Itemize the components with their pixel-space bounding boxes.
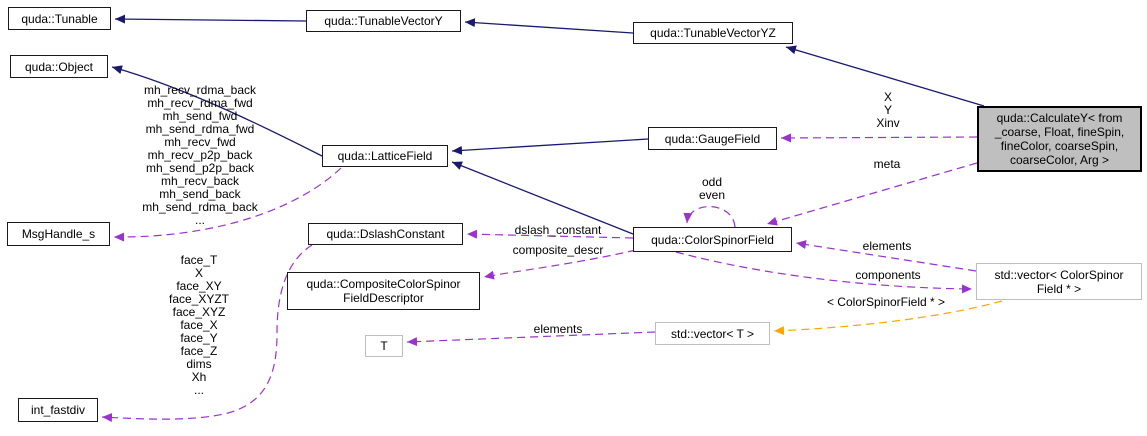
- edge-use-colorspinorfield-to-dslashconstant: [466, 229, 634, 239]
- edge-inherit-latticefield-to-object: [111, 65, 323, 157]
- edge-label-composite-descr: composite_descr: [512, 243, 604, 257]
- node-quda-tunablevectory[interactable]: quda::TunableVectorY: [306, 10, 461, 32]
- edge-inherit-calculatey-to-tunablevectoryz: [785, 45, 985, 107]
- edge-label-intfastdiv-members: face_T X face_XY face_XYZT face_XYZ face…: [168, 253, 230, 397]
- edge-label-msghandle-members: mh_recv_rdma_back mh_recv_rdma_fwd mh_se…: [142, 83, 258, 227]
- node-quda-tunablevectoryz[interactable]: quda::TunableVectorYZ: [633, 22, 793, 44]
- edge-inherit-colorspinorfield-to-latticefield: [451, 161, 634, 235]
- edge-inherit-tunablevectory-to-tunable: [114, 14, 307, 24]
- node-std-vector-t: std::vector< T >: [655, 322, 770, 345]
- edge-label-gauge-members: X Y Xinv: [876, 90, 900, 130]
- node-quda-gaugefield[interactable]: quda::GaugeField: [648, 127, 777, 150]
- edge-label-elements-right: elements: [862, 239, 912, 253]
- edge-use-colorspinorfield-to-vector-components: [675, 251, 973, 294]
- node-std-vector-colorspinorfield: std::vector< ColorSpinor Field * >: [976, 263, 1142, 300]
- node-quda-dslashconstant[interactable]: quda::DslashConstant: [308, 223, 463, 245]
- node-int-fastdiv[interactable]: int_fastdiv: [18, 398, 98, 422]
- edge-label-components: components: [855, 268, 921, 282]
- edge-label-dslash-constant: dslash_constant: [514, 223, 602, 237]
- edge-use-calculatey-to-colorspinorfield: [766, 162, 978, 226]
- edge-use-colorspinorfield-self-loop: [683, 206, 736, 228]
- node-quda-colorspinorfield[interactable]: quda::ColorSpinorField: [633, 227, 792, 252]
- edge-label-meta: meta: [873, 157, 901, 171]
- node-quda-calculatey: quda::CalculateY< from _coarse, Float, f…: [977, 106, 1142, 172]
- edge-label-odd-even: odd even: [698, 175, 726, 202]
- edge-use-vector-to-colorspinorfield-elements: [795, 240, 977, 272]
- edge-label-elements-left: elements: [533, 322, 583, 336]
- node-quda-compositecolorspinorfielddescriptor[interactable]: quda::CompositeColorSpinor FieldDescript…: [287, 272, 480, 310]
- edge-use-calculatey-to-gaugefield: [780, 133, 978, 143]
- edge-inherit-gaugefield-to-latticefield: [451, 138, 649, 155]
- node-quda-object[interactable]: quda::Object: [10, 55, 108, 78]
- node-msghandle-s[interactable]: MsgHandle_s: [7, 222, 110, 246]
- node-quda-latticefield[interactable]: quda::LatticeField: [322, 145, 448, 167]
- node-quda-tunable[interactable]: quda::Tunable: [8, 7, 111, 30]
- node-t: T: [365, 335, 403, 357]
- edge-label-template-args: < ColorSpinorField * >: [826, 295, 946, 309]
- edge-template-vectorcolorspinor-to-vectort: [773, 300, 1003, 336]
- edge-use-dslashconstant-to-intfastdiv: [101, 244, 313, 423]
- edge-inherit-tunablevectoryz-to-tunablevectory: [464, 18, 634, 34]
- edge-use-vectort-to-t-elements: [406, 331, 656, 347]
